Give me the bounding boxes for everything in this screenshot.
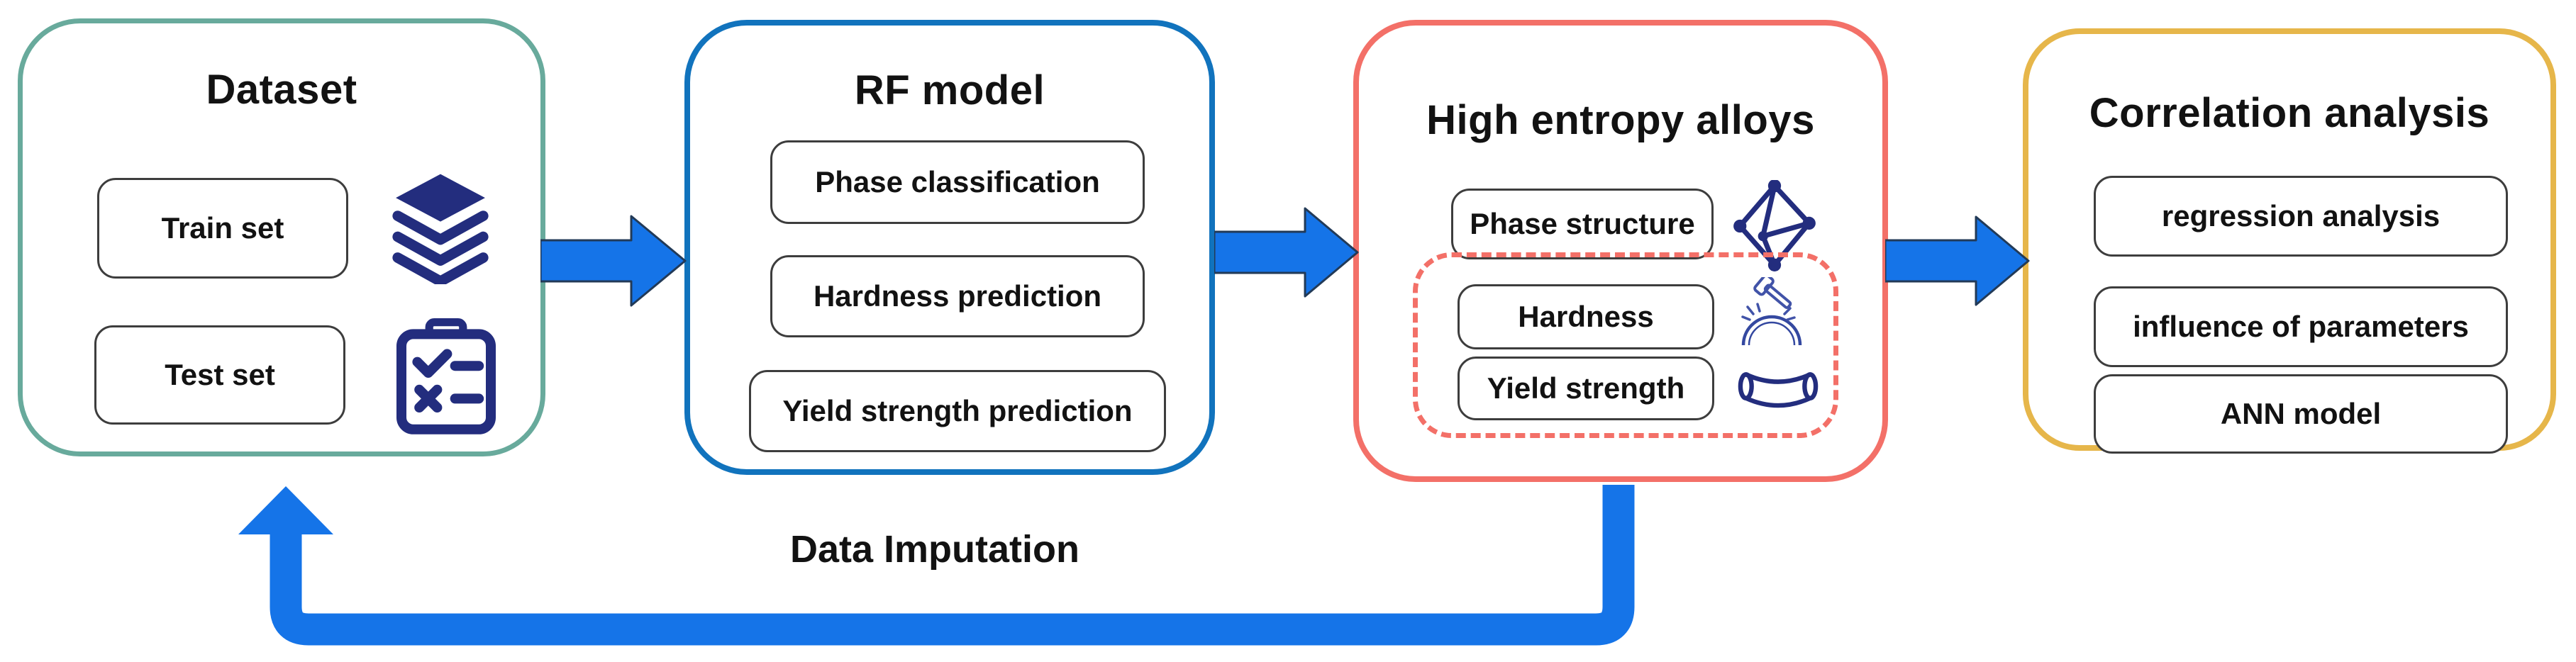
arrow-rf-to-hea-icon — [1214, 207, 1359, 298]
phase-structure-label: Phase structure — [1470, 207, 1695, 240]
regression-analysis-box: regression analysis — [2094, 176, 2508, 257]
arrow-hea-to-correlation-icon — [1885, 215, 2030, 306]
hardness-prediction-label: Hardness prediction — [813, 279, 1102, 313]
rf-model-box: RF model Phase classification Hardness p… — [684, 20, 1215, 475]
yield-strength-prediction-box: Yield strength prediction — [749, 370, 1166, 452]
hardness-prediction-box: Hardness prediction — [770, 255, 1145, 337]
test-set-label: Test set — [165, 358, 275, 391]
layers-stack-icon — [392, 174, 489, 284]
yield-strength-box: Yield strength — [1458, 357, 1714, 420]
influence-of-parameters-label: influence of parameters — [2133, 310, 2469, 343]
high-entropy-alloys-box: High entropy alloys Phase structure — [1353, 20, 1888, 482]
phase-classification-label: Phase classification — [815, 165, 1100, 198]
regression-analysis-label: regression analysis — [2161, 199, 2441, 232]
train-set-box: Train set — [97, 178, 348, 279]
ann-model-box: ANN model — [2094, 374, 2508, 454]
checklist-icon — [396, 318, 496, 434]
hardness-label: Hardness — [1518, 300, 1654, 333]
test-set-box: Test set — [94, 325, 345, 425]
correlation-analysis-box: Correlation analysis regression analysis… — [2023, 28, 2556, 454]
ann-model-label: ANN model — [2220, 397, 2382, 430]
mechanical-properties-group: Hardness Yield strength — [1413, 252, 1838, 438]
bent-bar-icon — [1738, 372, 1819, 408]
octahedron-lattice-icon — [1733, 180, 1816, 271]
arrow-dataset-to-rf-icon — [540, 215, 687, 307]
hardness-box: Hardness — [1458, 284, 1714, 349]
yield-strength-label: Yield strength — [1487, 371, 1685, 405]
train-set-label: Train set — [161, 211, 284, 245]
phase-structure-box: Phase structure — [1451, 189, 1714, 259]
high-entropy-alloys-title: High entropy alloys — [1426, 97, 1815, 143]
influence-of-parameters-box: influence of parameters — [2094, 286, 2508, 367]
data-imputation-label: Data Imputation — [789, 528, 1079, 571]
correlation-analysis-title: Correlation analysis — [2089, 90, 2490, 136]
dataset-box: Dataset Train set Test set — [18, 18, 545, 456]
hammer-impact-icon — [1741, 277, 1802, 346]
dataset-title: Dataset — [206, 67, 357, 113]
yield-strength-prediction-label: Yield strength prediction — [782, 394, 1133, 427]
phase-classification-box: Phase classification — [770, 140, 1145, 224]
rf-model-title: RF model — [854, 67, 1045, 113]
